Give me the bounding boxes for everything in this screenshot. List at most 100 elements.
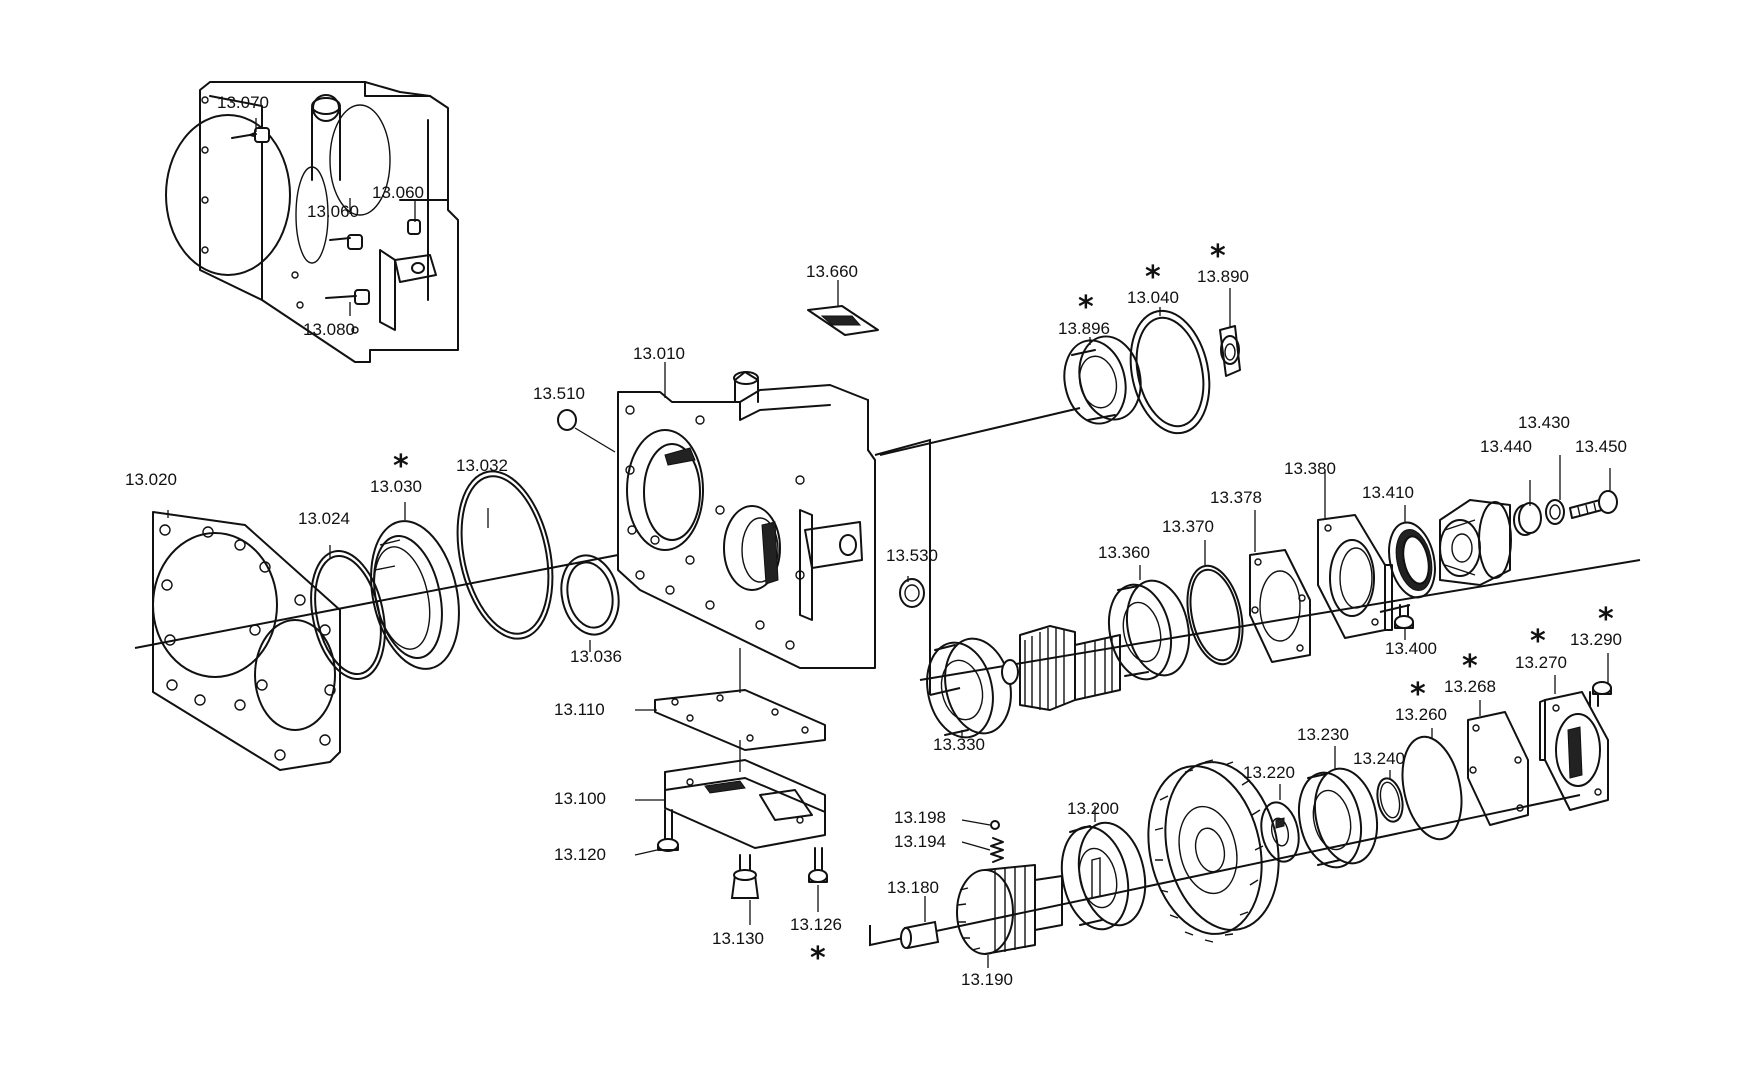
label-13230: 13.230: [1297, 725, 1349, 744]
label-13200: 13.200: [1067, 799, 1119, 818]
label-13890: 13.890: [1197, 267, 1249, 286]
oring-13032: [456, 470, 554, 640]
synchro-13200: [1060, 821, 1147, 931]
label-13060-b: 13.060: [307, 202, 359, 221]
label-13268: 13.268: [1444, 677, 1496, 696]
bolt-13450: [1569, 490, 1618, 519]
label-13330: 13.330: [933, 735, 985, 754]
screw-13126: [808, 847, 828, 883]
plug-13130: [730, 854, 760, 899]
bearing-13360: [1108, 579, 1190, 681]
label-13024: 13.024: [298, 509, 350, 528]
gasket-13110: [654, 648, 826, 751]
seal-13030: [370, 520, 460, 670]
label-13194: 13.194: [894, 832, 946, 851]
star-markers: * * * * * * * * *: [393, 239, 1614, 976]
label-13400: 13.400: [1385, 639, 1437, 658]
star-marker-13890: *: [1210, 239, 1226, 274]
screw-13120: [657, 809, 679, 852]
label-13240: 13.240: [1353, 749, 1405, 768]
star-marker-13030: *: [393, 449, 409, 484]
ring-13040: [1129, 309, 1211, 435]
flange-hub-13430: [1439, 499, 1512, 586]
label-13220: 13.220: [1243, 763, 1295, 782]
gasket-13020: [152, 511, 341, 771]
label-13198: 13.198: [894, 808, 946, 827]
sleeve-13180: [900, 920, 940, 950]
label-13180: 13.180: [887, 878, 939, 897]
label-13110: 13.110: [554, 700, 605, 719]
seal-13410: [1388, 521, 1436, 599]
ring-13260: [1401, 735, 1463, 841]
ring-13370: [1186, 564, 1244, 666]
washer-13330b: [1001, 659, 1019, 685]
label-13896: 13.896: [1058, 319, 1110, 338]
label-13080: 13.080: [303, 320, 355, 339]
inset-housing: [165, 81, 459, 363]
plug-13510: [557, 409, 616, 453]
label-13510: 13.510: [533, 384, 585, 403]
star-marker-13268: *: [1462, 649, 1478, 684]
label-13036: 13.036: [570, 647, 622, 666]
gear-shaft-13330-13360: [1019, 625, 1121, 711]
cover-13270: [1539, 691, 1609, 811]
part-labels: 13.070 13.060 13.060 13.080 13.660 13.89…: [125, 93, 1627, 989]
ring-13024: [310, 550, 386, 680]
label-13030: 13.030: [370, 477, 422, 496]
ring-13430: [1545, 499, 1565, 525]
label-13380: 13.380: [1284, 459, 1336, 478]
snapring-13240: [1376, 777, 1404, 823]
star-marker-13040: *: [1145, 260, 1161, 295]
label-13032: 13.032: [456, 456, 508, 475]
gear-13200b: [1147, 759, 1280, 943]
star-marker-13126: *: [810, 941, 826, 976]
cover-13100: [664, 740, 826, 849]
sleeve-13530: [899, 578, 925, 608]
label-13660: 13.660: [806, 262, 858, 281]
screw-13400: [1394, 604, 1414, 629]
label-13360: 13.360: [1098, 543, 1150, 562]
label-13260: 13.260: [1395, 705, 1447, 724]
washer-13890: [1219, 325, 1241, 377]
screw-13290: [1589, 681, 1612, 707]
flange-13380: [1317, 514, 1393, 639]
label-13060-a: 13.060: [372, 183, 424, 202]
spring-13194: [990, 837, 1004, 863]
label-13130: 13.130: [712, 929, 764, 948]
ball-13198: [990, 820, 1000, 830]
washer-13440: [1513, 502, 1542, 536]
label-13010: 13.010: [633, 344, 685, 363]
washer-13220: [1260, 801, 1300, 863]
star-marker-13896: *: [1078, 290, 1094, 325]
label-13450: 13.450: [1575, 437, 1627, 456]
ring-13036: [560, 554, 620, 636]
gasket-13378: [1249, 549, 1311, 663]
label-13070: 13.070: [217, 93, 269, 112]
label-13040: 13.040: [1127, 288, 1179, 307]
gear-13190: [956, 864, 1063, 955]
label-13290: 13.290: [1570, 630, 1622, 649]
leader-lines: [167, 280, 1611, 968]
label-13378: 13.378: [1210, 488, 1262, 507]
label-13190: 13.190: [961, 970, 1013, 989]
label-13530: 13.530: [886, 546, 938, 565]
star-marker-13290: *: [1598, 602, 1614, 637]
bearing-13896: [1063, 335, 1142, 425]
label-13126: 13.126: [790, 915, 842, 934]
inset-leaders: [255, 118, 416, 316]
gasket-13268: [1467, 711, 1529, 826]
star-marker-13270: *: [1530, 624, 1546, 659]
label-13120: 13.120: [554, 845, 606, 864]
label-13410: 13.410: [1362, 483, 1414, 502]
housing-13010: [617, 371, 876, 669]
label-13370: 13.370: [1162, 517, 1214, 536]
nameplate-13660: [807, 305, 879, 336]
label-13100: 13.100: [554, 789, 606, 808]
bearing-13230: [1298, 767, 1378, 869]
label-13270: 13.270: [1515, 653, 1567, 672]
label-13430: 13.430: [1518, 413, 1570, 432]
label-13440: 13.440: [1480, 437, 1532, 456]
star-marker-13260: *: [1410, 677, 1426, 712]
